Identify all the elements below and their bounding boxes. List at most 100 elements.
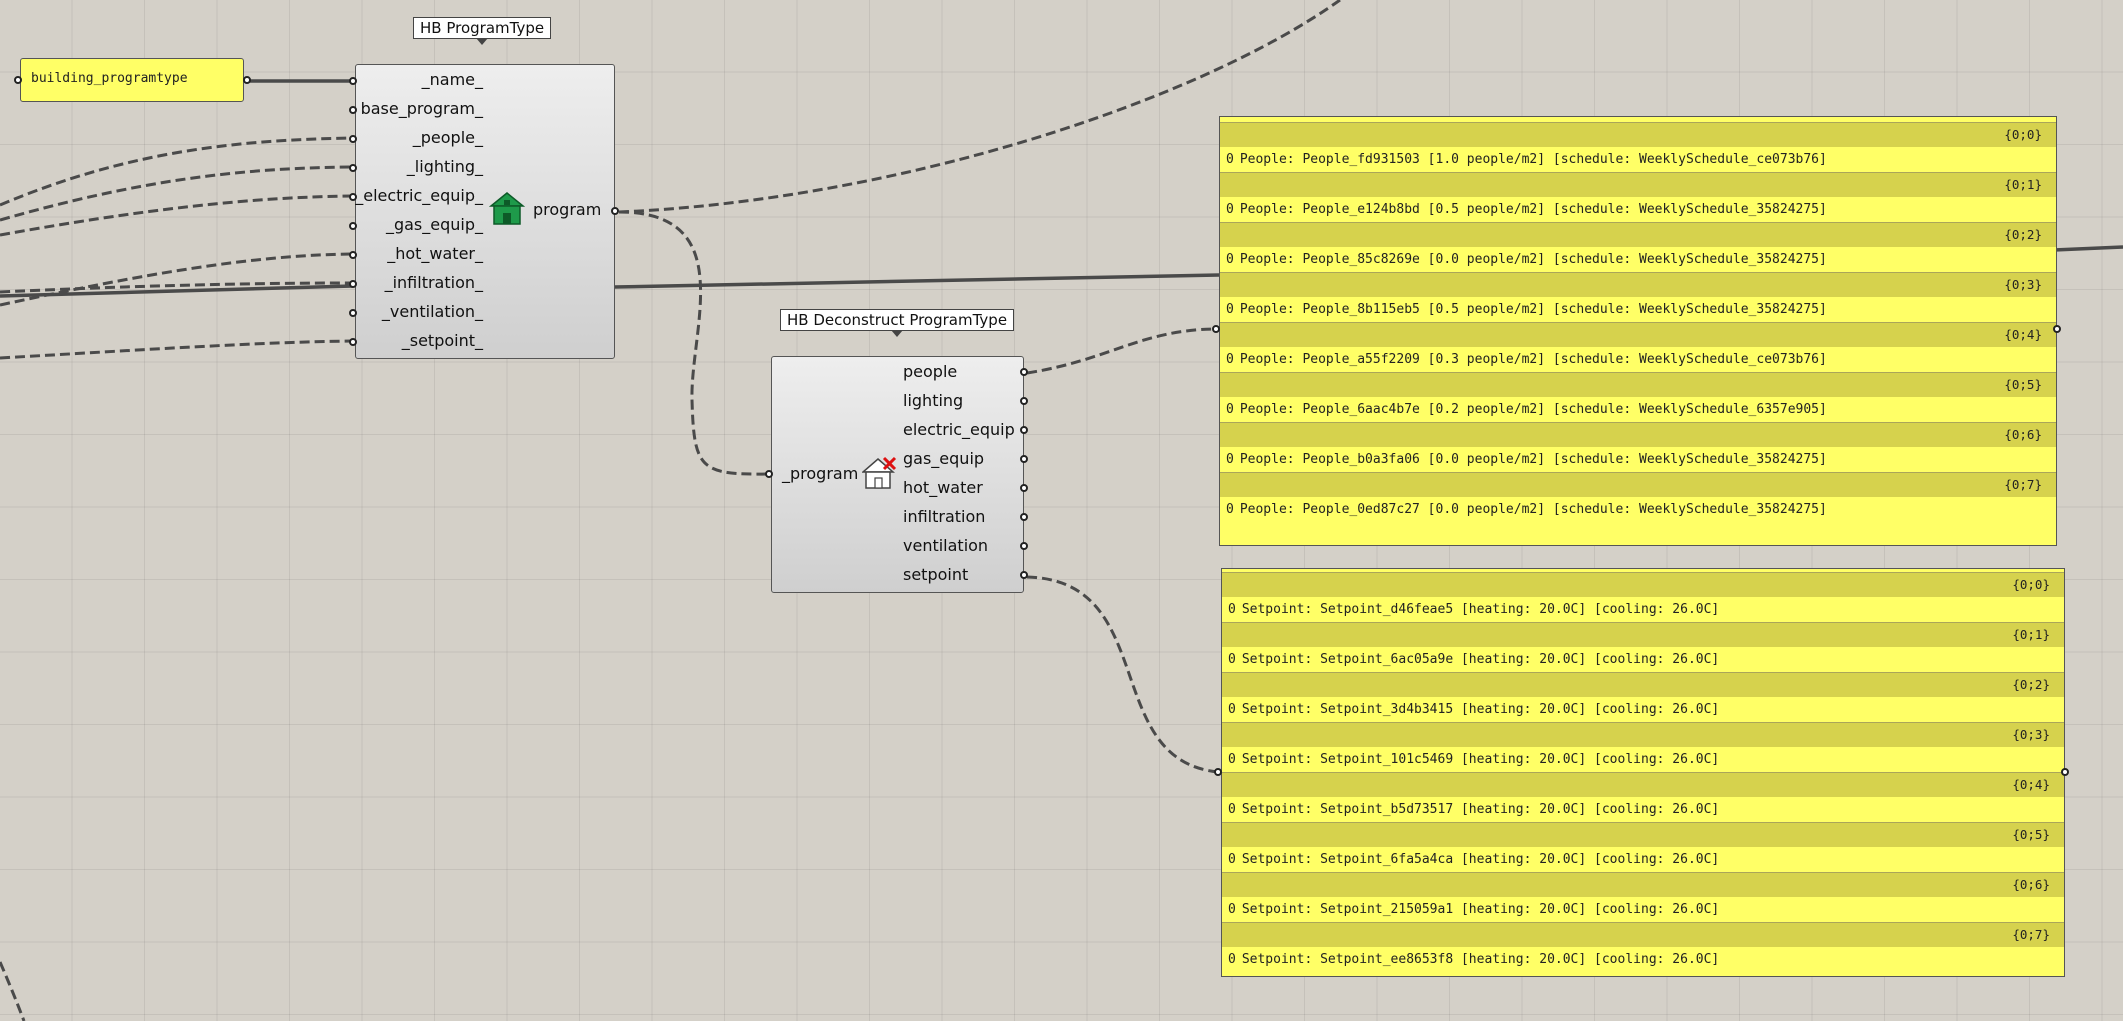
list-item: 0 Setpoint: Setpoint_d46feae5 [heating: 2…	[1222, 597, 2064, 622]
branch-path: {0;1}	[1220, 172, 2056, 197]
wire-left-bottom	[0, 961, 26, 1021]
port-electric-equip[interactable]	[349, 193, 357, 201]
port-name[interactable]	[349, 77, 357, 85]
wire-people-panel	[1026, 327, 1216, 375]
input-electric-equip: _electric_equip_	[355, 186, 483, 205]
panel-output-port[interactable]	[243, 76, 251, 84]
port-people[interactable]	[349, 135, 357, 143]
branch-path: {0;4}	[1222, 772, 2064, 797]
wire-lighting-input	[0, 165, 354, 222]
output-program: program	[533, 200, 602, 219]
item-value: Setpoint: Setpoint_6fa5a4ca [heating: 20…	[1241, 852, 1720, 867]
port-hot-water[interactable]	[349, 251, 357, 259]
port-setpoint[interactable]	[349, 338, 357, 346]
item-index: 0	[1228, 952, 1236, 967]
item-value: Setpoint: Setpoint_101c5469 [heating: 20…	[1241, 752, 1720, 767]
deconstruct-component[interactable]	[771, 356, 1024, 593]
branch-path: {0;1}	[1222, 622, 2064, 647]
input-name: _name_	[421, 70, 483, 89]
setpoint-panel-output-port[interactable]	[2061, 768, 2069, 776]
port-infiltration-out[interactable]	[1020, 513, 1028, 521]
branch-path: {0;6}	[1220, 422, 2056, 447]
port-infiltration[interactable]	[349, 280, 357, 288]
wire-infiltration-input-2	[0, 284, 354, 298]
port-setpoint-out[interactable]	[1020, 571, 1028, 579]
setpoint-panel[interactable]: {0;0} 0 Setpoint: Setpoint_d46feae5 [heat…	[1221, 568, 2065, 977]
list-item: 0 Setpoint: Setpoint_ee8653f8 [heating: 2…	[1222, 947, 2064, 972]
branch-path: {0;3}	[1222, 722, 2064, 747]
list-item: 0 People: People_e124b8bd [0.5 people/m2]…	[1220, 197, 2056, 222]
branch-path: {0;5}	[1222, 822, 2064, 847]
input-lighting: _lighting_	[406, 157, 483, 176]
item-index: 0	[1228, 902, 1236, 917]
output-gas-equip: gas_equip	[903, 449, 985, 468]
item-value: People: People_a55f2209 [0.3 people/m2] …	[1239, 352, 1827, 367]
port-hot-water-out[interactable]	[1020, 484, 1028, 492]
port-ventilation-out[interactable]	[1020, 542, 1028, 550]
item-value: Setpoint: Setpoint_d46feae5 [heating: 20…	[1241, 602, 1720, 617]
people-panel-input-port[interactable]	[1212, 325, 1220, 333]
port-gas-equip[interactable]	[349, 222, 357, 230]
port-program-in[interactable]	[765, 470, 773, 478]
item-index: 0	[1226, 352, 1234, 367]
program-name-panel[interactable]: building_programtype	[20, 58, 244, 102]
branch-path: {0;2}	[1222, 672, 2064, 697]
input-base-program: base_program_	[360, 99, 483, 118]
item-index: 0	[1228, 802, 1236, 817]
output-people: people	[903, 362, 958, 381]
port-electric-equip-out[interactable]	[1020, 426, 1028, 434]
wire-infiltration-input	[0, 281, 354, 294]
output-setpoint: setpoint	[903, 565, 969, 584]
wire-electric-input	[0, 194, 354, 237]
program-type-title: HB ProgramType	[413, 17, 552, 45]
item-index: 0	[1228, 602, 1236, 617]
output-ventilation: ventilation	[903, 536, 989, 555]
output-electric-equip: electric_equip	[903, 420, 1015, 439]
input-gas-equip: _gas_equip_	[385, 215, 483, 234]
input-program: _program	[782, 464, 859, 483]
item-value: People: People_0ed87c27 [0.0 people/m2] …	[1239, 502, 1827, 517]
list-item: 0 People: People_0ed87c27 [0.0 people/m2]…	[1220, 497, 2056, 522]
program-type-component[interactable]	[355, 64, 615, 359]
setpoint-panel-input-port[interactable]	[1214, 768, 1222, 776]
wire-solid-right	[2053, 245, 2123, 252]
branch-path: {0;2}	[1220, 222, 2056, 247]
port-people-out[interactable]	[1020, 368, 1028, 376]
item-index: 0	[1226, 302, 1234, 317]
input-people: _people_	[412, 128, 483, 147]
branch-path: {0;0}	[1220, 122, 2056, 147]
item-value: People: People_85c8269e [0.0 people/m2] …	[1239, 252, 1827, 267]
port-lighting[interactable]	[349, 164, 357, 172]
port-program-out[interactable]	[611, 207, 619, 215]
item-index: 0	[1226, 252, 1234, 267]
port-lighting-out[interactable]	[1020, 397, 1028, 405]
output-infiltration: infiltration	[903, 507, 986, 526]
item-index: 0	[1226, 502, 1234, 517]
branch-path: {0;7}	[1220, 472, 2056, 497]
panel-input-port[interactable]	[14, 76, 22, 84]
input-ventilation: _ventilation_	[381, 302, 483, 321]
item-value: People: People_e124b8bd [0.5 people/m2] …	[1239, 202, 1827, 217]
output-hot-water: hot_water	[903, 478, 983, 497]
wire-setpoint-input	[0, 339, 354, 360]
item-index: 0	[1226, 202, 1234, 217]
port-base-program[interactable]	[349, 106, 357, 114]
port-ventilation[interactable]	[349, 309, 357, 317]
item-index: 0	[1228, 702, 1236, 717]
item-value: People: People_b0a3fa06 [0.0 people/m2] …	[1239, 452, 1827, 467]
wire-program-deconstruct	[618, 210, 772, 476]
branch-path: {0;0}	[1222, 572, 2064, 597]
item-value: Setpoint: Setpoint_ee8653f8 [heating: 20…	[1241, 952, 1720, 967]
port-gas-equip-out[interactable]	[1020, 455, 1028, 463]
item-value: People: People_6aac4b7e [0.2 people/m2] …	[1239, 402, 1827, 417]
people-panel-output-port[interactable]	[2053, 325, 2061, 333]
wire-setpoint-panel	[1026, 575, 1219, 774]
item-value: People: People_fd931503 [1.0 people/m2] …	[1239, 152, 1827, 167]
